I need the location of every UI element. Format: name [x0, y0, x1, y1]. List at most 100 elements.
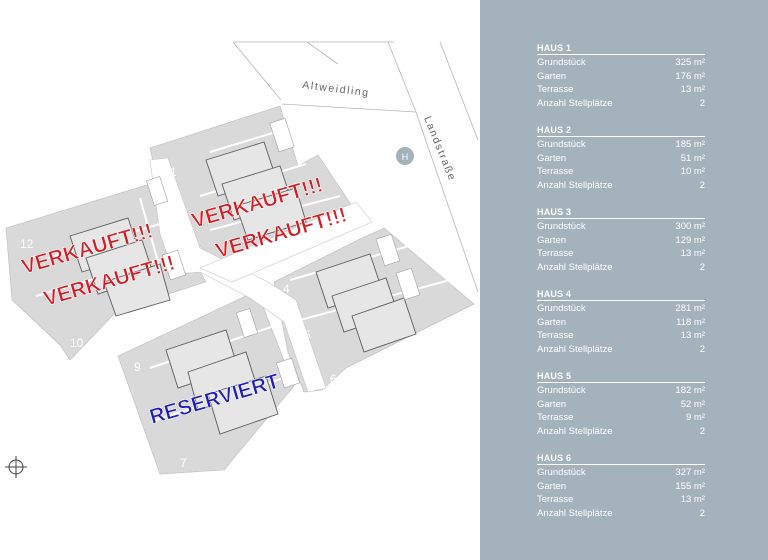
row-value: 118 m² [676, 316, 705, 328]
row-value: 155 m² [675, 480, 705, 492]
row-value: 13 m² [680, 330, 705, 341]
haus-row: Anzahl Stellplätze 2 [537, 343, 705, 357]
haus-row: Garten 118 m² [537, 316, 705, 330]
row-label: Garten [537, 480, 567, 492]
row-value: 2 [699, 507, 705, 519]
haus-row: Grundstück 300 m² [537, 220, 705, 234]
row-label: Terrasse [537, 166, 574, 177]
haus-row: Anzahl Stellplätze 2 [537, 261, 705, 275]
haus-row: Anzahl Stellplätze 2 [537, 97, 705, 111]
plot-number-1: 1 [170, 165, 177, 179]
row-value: 2 [699, 343, 705, 355]
row-value: 2 [699, 261, 705, 273]
plot-number-7: 7 [180, 456, 187, 470]
haus-block-4: HAUS 4 Grundstück 281 m² Garten 118 m² Terras… [537, 288, 705, 356]
plot-number-10: 10 [70, 336, 84, 350]
row-value: 129 m² [675, 234, 705, 246]
haus-row: Terrasse 13 m² [537, 493, 705, 507]
haus-row: Terrasse 13 m² [537, 247, 705, 261]
plot-number-labels: 1 3 4 5 6 7 9 10 12 [20, 165, 337, 470]
row-value: 300 m² [675, 221, 705, 232]
plot-number-6: 6 [330, 372, 337, 386]
haus-title: HAUS 3 [537, 206, 705, 219]
row-label: Terrasse [537, 494, 574, 505]
row-label: Grundstück [537, 221, 586, 232]
row-value: 2 [699, 179, 705, 191]
row-value: 9 m² [686, 412, 705, 423]
row-label: Grundstück [537, 139, 586, 150]
row-label: Garten [537, 398, 567, 410]
row-value: 13 m² [680, 248, 705, 259]
row-label: Terrasse [537, 84, 574, 95]
plot-number-5: 5 [304, 328, 311, 342]
haus-row: Garten 51 m² [537, 152, 705, 166]
haus-row: Terrasse 9 m² [537, 411, 705, 425]
row-label: Grundstück [537, 467, 586, 478]
row-value: 281 m² [675, 303, 705, 314]
haus-title: HAUS 2 [537, 124, 705, 137]
bus-stop-symbol: H [402, 152, 409, 162]
haus-row: Grundstück 327 m² [537, 466, 705, 480]
haus-row: Garten 155 m² [537, 480, 705, 494]
houses [69, 141, 417, 435]
row-label: Garten [537, 70, 567, 82]
row-label: Terrasse [537, 248, 574, 259]
row-label: Anzahl Stellplätze [537, 425, 613, 437]
haus-row: Terrasse 10 m² [537, 165, 705, 179]
haus-row: Garten 176 m² [537, 70, 705, 84]
row-value: 52 m² [680, 398, 705, 410]
row-label: Garten [537, 316, 567, 328]
haus-title: HAUS 5 [537, 370, 705, 383]
haus-row: Terrasse 13 m² [537, 83, 705, 97]
row-value: 2 [699, 425, 705, 437]
haus-title: HAUS 6 [537, 452, 705, 465]
row-value: 185 m² [675, 139, 705, 150]
haus-title: HAUS 1 [537, 42, 705, 55]
plot-number-4: 4 [283, 282, 290, 296]
row-label: Terrasse [537, 412, 574, 423]
plot-number-3: 3 [238, 253, 245, 267]
bus-stop-icon [396, 147, 414, 165]
row-value: 327 m² [675, 467, 705, 478]
row-label: Anzahl Stellplätze [537, 179, 613, 191]
north-compass-icon [5, 456, 27, 478]
row-label: Grundstück [537, 57, 586, 68]
row-value: 325 m² [675, 57, 705, 68]
boundary-lines [232, 41, 479, 293]
haus-row: Garten 52 m² [537, 398, 705, 412]
row-label: Anzahl Stellplätze [537, 343, 613, 355]
haus-row: Anzahl Stellplätze 2 [537, 507, 705, 521]
row-value: 51 m² [680, 152, 705, 164]
row-value: 13 m² [680, 494, 705, 505]
haus-row: Anzahl Stellplätze 2 [537, 425, 705, 439]
row-value: 182 m² [675, 385, 705, 396]
haus-row: Grundstück 325 m² [537, 56, 705, 70]
row-value: 13 m² [680, 84, 705, 95]
row-label: Garten [537, 152, 567, 164]
plot-number-9: 9 [134, 360, 141, 374]
row-value: 2 [699, 97, 705, 109]
row-label: Anzahl Stellplätze [537, 97, 613, 109]
haus-row: Grundstück 182 m² [537, 384, 705, 398]
haus-title: HAUS 4 [537, 288, 705, 301]
haus-row: Grundstück 281 m² [537, 302, 705, 316]
row-value: 10 m² [680, 166, 705, 177]
row-label: Grundstück [537, 303, 586, 314]
row-value: 176 m² [675, 70, 705, 82]
row-label: Anzahl Stellplätze [537, 261, 613, 273]
site-plan-map: Altweidling Landstraße H 1 3 4 5 6 7 9 1… [5, 41, 479, 478]
row-label: Anzahl Stellplätze [537, 507, 613, 519]
row-label: Terrasse [537, 330, 574, 341]
row-label: Grundstück [537, 385, 586, 396]
parking-spots [145, 117, 421, 389]
plot-number-12: 12 [20, 237, 34, 251]
haus-row: Grundstück 185 m² [537, 138, 705, 152]
haus-row: Anzahl Stellplätze 2 [537, 179, 705, 193]
